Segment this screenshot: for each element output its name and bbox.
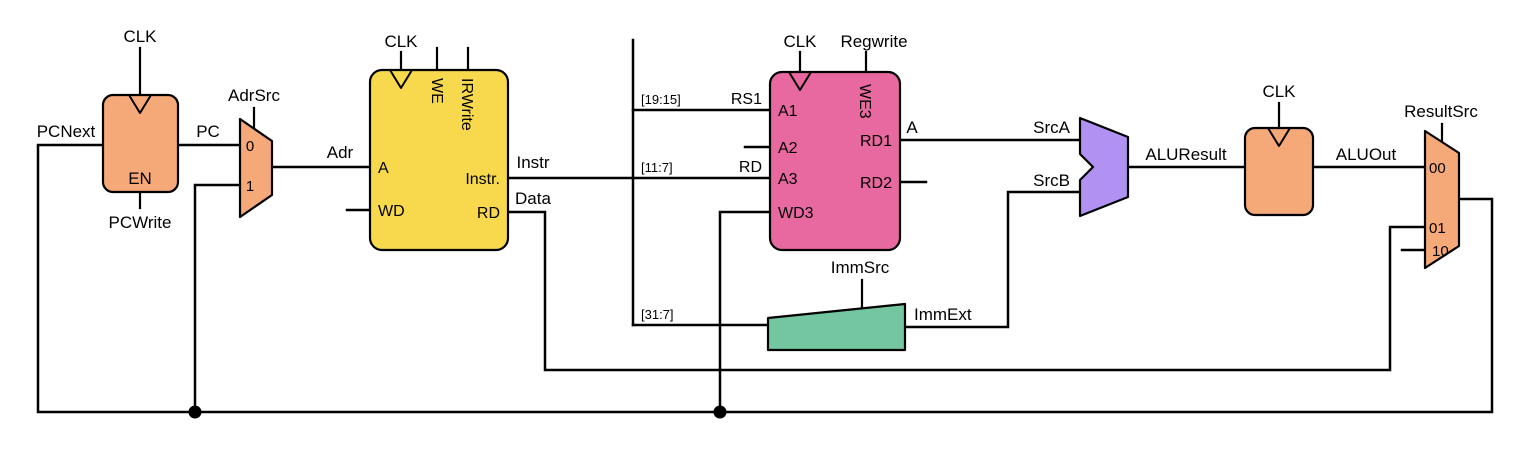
junction-dot: [188, 405, 202, 419]
memory-port-wd: WD: [378, 203, 405, 220]
extend-unit: [766, 302, 907, 352]
wire-label-instr: Instr: [516, 153, 549, 172]
regfile-clk-label: CLK: [783, 32, 817, 51]
regfile-port-a3: A3: [778, 171, 798, 188]
wire-label-a: A: [906, 118, 918, 137]
wire-label-aluout: ALUOut: [1336, 145, 1397, 164]
wire-label-immext: ImmExt: [914, 305, 972, 324]
wires: [36, 38, 1494, 414]
wire-label-srcb: SrcB: [1033, 171, 1070, 190]
wire-result-to-mux1: [193, 183, 242, 414]
junction-dot: [713, 405, 727, 419]
resultsrc-input10-label: 10: [1432, 243, 1449, 260]
regfile-port-rd1: RD1: [860, 133, 892, 150]
wire-label-rs1: RS1: [731, 91, 762, 108]
memory-port-rd: RD: [477, 205, 500, 222]
wire-label-adr: Adr: [327, 143, 354, 162]
regfile-port-a2: A2: [778, 140, 798, 157]
wire-label-bits-11-7: [11:7]: [641, 160, 673, 175]
control-lines: [138, 46, 1444, 311]
immsrc-label: ImmSrc: [831, 258, 890, 277]
wire-label-bits-31-7: [31:7]: [641, 307, 674, 322]
resultsrc-label: ResultSrc: [1404, 102, 1478, 121]
alu: [1078, 116, 1130, 218]
pc-clk-label: CLK: [123, 27, 157, 46]
memory-clock-triangle-icon: [389, 69, 413, 89]
wire-data: [506, 210, 1427, 372]
aluout-register: [1243, 126, 1315, 217]
resultsrc-mux: [1423, 129, 1461, 270]
wire-label-data: Data: [515, 189, 551, 208]
resultsrc-input01-label: 01: [1429, 220, 1446, 237]
resultsrc-input00-label: 00: [1429, 160, 1446, 177]
adrsrc-mux: [238, 117, 274, 219]
aluout-clock-triangle-icon: [1267, 127, 1291, 147]
regfile-port-rd2: RD2: [860, 175, 892, 192]
register-file: [768, 70, 902, 252]
wire-label-rd: RD: [739, 159, 762, 176]
memory-irwrite-label: IRWrite: [458, 78, 475, 131]
aluout-clk-label: CLK: [1262, 82, 1296, 101]
wire-label-srca: SrcA: [1033, 118, 1071, 137]
memory-port-a: A: [378, 160, 389, 177]
instr-data-memory: [368, 68, 510, 252]
adrsrc-label: AdrSrc: [228, 86, 280, 105]
regfile-we3-label: WE3: [856, 84, 873, 119]
wire-label-bits-19-15: [19:15]: [641, 92, 681, 107]
memory-we-label: WE: [428, 78, 445, 104]
wire-label-pc: PC: [196, 122, 220, 141]
regfile-clock-triangle-icon: [788, 71, 812, 91]
adrsrc-input0-label: 0: [246, 138, 254, 155]
wire-label-pcnext: PCNext: [37, 122, 96, 141]
pc-clock-triangle-icon: [128, 94, 152, 114]
adrsrc-input1-label: 1: [246, 178, 254, 195]
wire-label-aluresult: ALUResult: [1145, 145, 1227, 164]
regfile-port-a1: A1: [778, 103, 798, 120]
memory-clk-label: CLK: [384, 32, 418, 51]
pcwrite-label: PCWrite: [109, 213, 172, 232]
wire-immext-to-srcb: [903, 190, 1082, 329]
wire-result-to-wd3: [718, 210, 772, 414]
pc-enable-label: EN: [128, 169, 152, 188]
wire-result-feedback-bus: [36, 143, 1494, 414]
regwrite-label: Regwrite: [840, 32, 907, 51]
memory-port-instr: Instr.: [465, 171, 500, 188]
regfile-port-wd3: WD3: [778, 205, 814, 222]
